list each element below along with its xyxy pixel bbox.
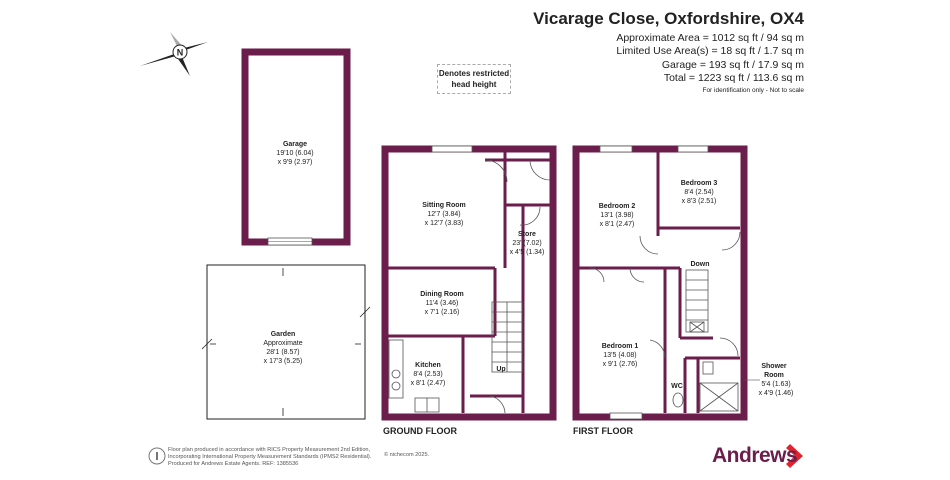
garden-label: Garden	[271, 331, 296, 338]
garden-outline	[201, 264, 371, 420]
bedroom-1-dim2: x 9'1 (2.76)	[603, 361, 638, 368]
page-title: Vicarage Close, Oxfordshire, OX4	[533, 9, 804, 28]
garden-dim1: 28'1 (8.57)	[266, 349, 299, 356]
bedroom-3-label: Bedroom 3	[681, 180, 718, 187]
legend-line-2: head height	[451, 80, 497, 89]
compass-icon: N	[140, 32, 208, 76]
shower-room-label-1: Shower	[761, 363, 787, 370]
dining-room-dim2: x 7'1 (2.16)	[425, 309, 460, 316]
bedroom-1-dim1: 13'5 (4.08)	[603, 352, 636, 359]
legend-line-1: Denotes restricted	[438, 69, 510, 78]
garage-outline	[241, 48, 351, 246]
area-limited-use: Limited Use Area(s) = 18 sq ft / 1.7 sq …	[616, 45, 804, 58]
bedroom-2-dim2: x 8'1 (2.47)	[600, 221, 635, 228]
garage-label: Garage	[283, 141, 307, 148]
stairs-down-label: Down	[690, 261, 709, 268]
bedroom-3-dim1: 8'4 (2.54)	[684, 189, 713, 196]
sitting-room-dim1: 12'7 (3.84)	[427, 211, 460, 218]
bedroom-2-dim1: 13'1 (3.98)	[600, 212, 633, 219]
restricted-height-legend: Denotes restricted head height	[437, 64, 511, 94]
garage-dim1: 19'10 (6.04)	[276, 150, 313, 157]
store-dim2: x 4'5 (1.34)	[510, 249, 545, 256]
sitting-room-label: Sitting Room	[422, 202, 466, 209]
garden-dim2: x 17'3 (5.25)	[264, 358, 303, 365]
area-approximate: Approximate Area = 1012 sq ft / 94 sq m	[616, 32, 804, 44]
rics-info-icon	[148, 447, 166, 465]
area-total: Total = 1223 sq ft / 113.6 sq m	[663, 71, 804, 84]
ground-floor-plan	[381, 145, 557, 421]
andrews-logo-icon	[786, 444, 803, 468]
ground-floor-label: GROUND FLOOR	[383, 426, 457, 436]
first-floor-label: FIRST FLOOR	[573, 426, 633, 436]
shower-room-dim1: 5'4 (1.63)	[761, 381, 790, 388]
shower-room-label-2: Room	[764, 372, 784, 379]
first-floor-plan	[572, 145, 748, 421]
ground-floor-details	[388, 145, 551, 414]
dining-room-dim1: 11'4 (3.46)	[426, 300, 459, 307]
bedroom-1-label: Bedroom 1	[602, 343, 639, 350]
bedroom-3-dim2: x 8'3 (2.51)	[682, 198, 717, 205]
footer-copyright: © nichecom 2025.	[384, 452, 430, 458]
footer-line-2: Incorporating International Property Mea…	[168, 454, 372, 460]
store-dim1: 23' (7.02)	[512, 240, 541, 247]
area-garage: Garage = 193 sq ft / 17.9 sq m	[661, 58, 804, 71]
sitting-room-dim2: x 12'7 (3.83)	[425, 220, 464, 227]
bedroom-2-label: Bedroom 2	[599, 203, 636, 210]
wc-label: WC	[671, 383, 683, 390]
first-floor-details	[589, 145, 741, 420]
dining-room-label: Dining Room	[420, 291, 464, 298]
shower-room-dim2: x 4'9 (1.46)	[759, 390, 794, 397]
footer-line-3: Produced for Andrews Estate Agents. REF:…	[168, 461, 299, 467]
garage-dim2: x 9'9 (2.97)	[278, 159, 313, 166]
stairs-up-label: Up	[496, 366, 505, 373]
store-label: Store	[518, 231, 536, 238]
kitchen-label: Kitchen	[415, 362, 441, 369]
footer-disclaimer: Floor plan produced in accordance with R…	[168, 447, 371, 468]
garden-sub: Approximate	[263, 340, 302, 347]
brand-name: Andrews	[712, 444, 798, 467]
area-summary: Approximate Area = 1012 sq ft / 94 sq m …	[616, 32, 804, 96]
kitchen-dim2: x 8'1 (2.47)	[411, 380, 446, 387]
identification-note: For identification only - Not to scale	[702, 87, 804, 95]
footer-line-1: Floor plan produced in accordance with R…	[168, 447, 371, 453]
compass-letter: N	[177, 48, 184, 58]
kitchen-dim1: 8'4 (2.53)	[413, 371, 442, 378]
